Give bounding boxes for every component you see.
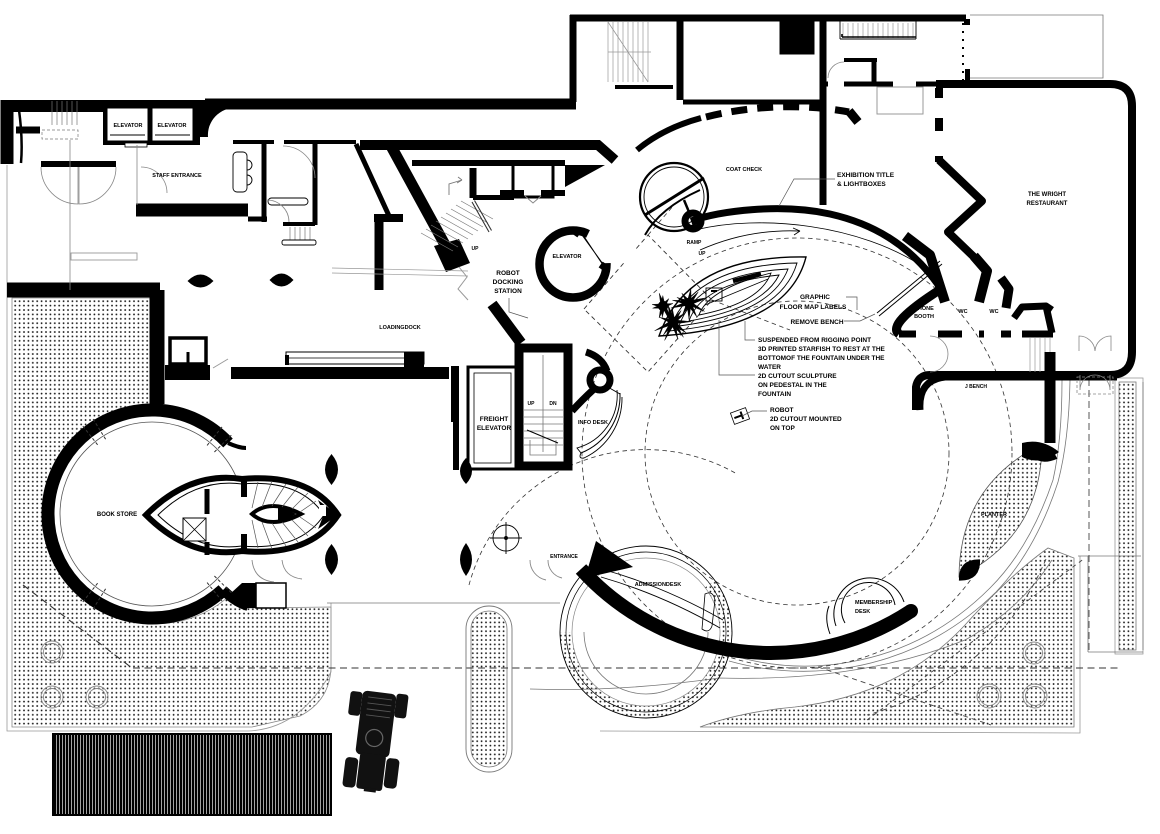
svg-text:BOOTH: BOOTH <box>914 314 934 320</box>
svg-text:PHONE: PHONE <box>914 306 934 312</box>
svg-text:LOADINGDOCK: LOADINGDOCK <box>379 325 421 331</box>
svg-text:ROBOT: ROBOT <box>770 407 794 414</box>
svg-text:BOTTOMOF THE FOUNTAIN UNDER TH: BOTTOMOF THE FOUNTAIN UNDER THE <box>758 355 885 362</box>
svg-text:WATER: WATER <box>758 364 781 371</box>
svg-text:THE WRIGHT: THE WRIGHT <box>1028 192 1066 198</box>
svg-text:PLANTER: PLANTER <box>981 512 1007 518</box>
svg-text:STAFF ENTRANCE: STAFF ENTRANCE <box>152 173 202 179</box>
svg-text:RAMP: RAMP <box>687 240 702 246</box>
svg-text:FREIGHT: FREIGHT <box>480 416 509 423</box>
svg-text:INFO DESK: INFO DESK <box>578 420 608 426</box>
svg-text:WC: WC <box>958 309 967 315</box>
svg-text:SUSPENDED FROM RIGGING POINT: SUSPENDED FROM RIGGING POINT <box>758 337 871 344</box>
svg-text:ENTRANCE: ENTRANCE <box>550 554 578 560</box>
svg-text:ELEVATOR: ELEVATOR <box>552 254 581 260</box>
svg-text:BOOK STORE: BOOK STORE <box>97 512 137 518</box>
svg-text:2D CUTOUT SCULPTURE: 2D CUTOUT SCULPTURE <box>758 373 837 380</box>
svg-text:DESK: DESK <box>855 609 870 615</box>
svg-text:UP: UP <box>528 401 536 407</box>
svg-text:EXHIBITION TITLE: EXHIBITION TITLE <box>837 172 895 179</box>
svg-text:ELEVATOR: ELEVATOR <box>157 123 186 129</box>
svg-text:MEMBERSHIP: MEMBERSHIP <box>855 600 893 606</box>
svg-text:DN: DN <box>549 401 557 407</box>
svg-text:2D CUTOUT MOUNTED: 2D CUTOUT MOUNTED <box>770 416 842 423</box>
svg-text:ON PEDESTAL IN THE: ON PEDESTAL IN THE <box>758 382 827 389</box>
svg-text:REMOVE BENCH: REMOVE BENCH <box>790 319 843 326</box>
svg-text:ELEVATOR: ELEVATOR <box>113 123 142 129</box>
svg-text:& LIGHTBOXES: & LIGHTBOXES <box>837 181 886 188</box>
svg-text:FOUNTAIN: FOUNTAIN <box>758 391 791 398</box>
svg-text:3D PRINTED STARFISH TO REST A: 3D PRINTED STARFISH TO REST AT THE <box>758 346 886 353</box>
svg-text:ROBOT: ROBOT <box>496 270 520 277</box>
svg-text:ON TOP: ON TOP <box>770 425 795 432</box>
svg-text:COAT CHECK: COAT CHECK <box>726 167 762 173</box>
svg-text:UP: UP <box>472 246 480 252</box>
svg-text:RESTAURANT: RESTAURANT <box>1027 201 1068 207</box>
svg-text:ELEVATOR: ELEVATOR <box>477 425 512 432</box>
svg-text:GRAPHIC: GRAPHIC <box>800 294 830 301</box>
svg-text:ADMISSIONDESK: ADMISSIONDESK <box>635 582 681 588</box>
svg-text:J BENCH: J BENCH <box>965 384 987 390</box>
svg-text:UP: UP <box>699 251 707 257</box>
svg-text:DOCKING: DOCKING <box>493 279 524 286</box>
svg-text:WC: WC <box>989 309 998 315</box>
svg-text:FLOOR MAP LABELS: FLOOR MAP LABELS <box>780 304 847 311</box>
svg-text:STATION: STATION <box>494 288 522 295</box>
